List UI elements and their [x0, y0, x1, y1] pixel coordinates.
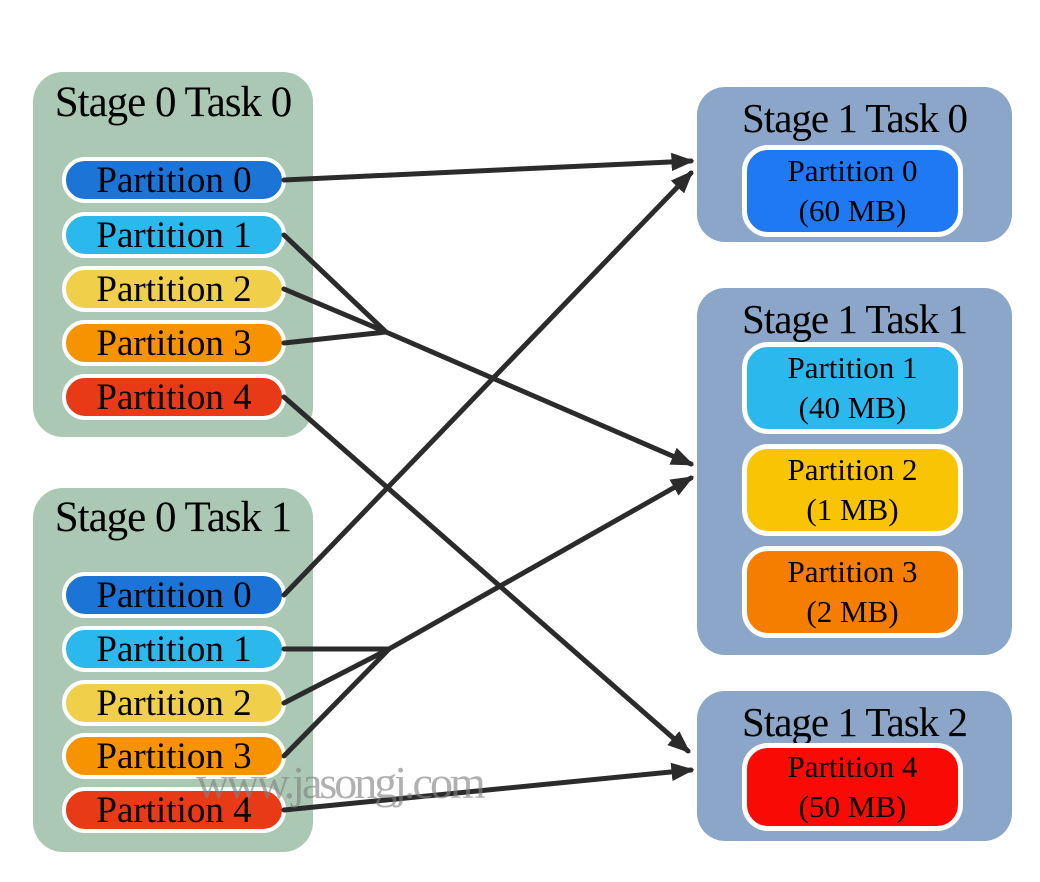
stage0-task0-partition-2: Partition 2 [62, 266, 286, 312]
partition-label: Partition 0 [787, 153, 918, 189]
stage0-task0-partition-0: Partition 0 [62, 157, 286, 203]
stage0-task1-partition-0: Partition 0 [62, 572, 286, 618]
stage0-task0-partition-3: Partition 3 [62, 320, 286, 366]
stage0-task0-partition-4: Partition 4 [62, 374, 286, 420]
edge-s0t1p0-to-s1t0 [281, 170, 694, 598]
edge-s0t1-junction-to-s1t1 [386, 475, 695, 652]
partition-size: (60 MB) [798, 193, 907, 228]
stage1-task1-box: Stage 1 Task 1 Partition 1 (40 MB) Parti… [697, 288, 1012, 655]
stage0-task1-partition-3: Partition 3 [62, 733, 286, 779]
stage1-task1-partition-1: Partition 1 (40 MB) [742, 342, 963, 434]
stage1-task2-partition-4: Partition 4 (50 MB) [742, 743, 963, 831]
stage1-task1-partition-2: Partition 2 (1 MB) [742, 444, 963, 536]
stage1-task0-title: Stage 1 Task 0 [742, 95, 968, 141]
stage0-task0-title: Stage 0 Task 0 [54, 79, 293, 126]
stage1-task0-partition-0: Partition 0 (60 MB) [742, 145, 963, 237]
stage1-task0-box: Stage 1 Task 0 Partition 0 (60 MB) [697, 87, 1012, 242]
stage1-task2-title: Stage 1 Task 2 [742, 699, 968, 745]
stage0-task1-box: Stage 0 Task 1 Partition 0 Partition 1 P… [33, 488, 313, 852]
stage0-task1-partition-1: Partition 1 [62, 626, 286, 672]
partition-label: Partition 2 [787, 452, 918, 488]
stage1-task2-box: Stage 1 Task 2 Partition 4 (50 MB) [697, 691, 1012, 841]
partition-size: (40 MB) [798, 390, 907, 425]
stage0-task1-title: Stage 0 Task 1 [54, 494, 293, 541]
edge-s0t0p4-to-s1t2 [281, 394, 691, 754]
stage1-task1-partition-3: Partition 3 (2 MB) [742, 546, 963, 638]
stage0-task0-partition-1: Partition 1 [62, 212, 286, 258]
partition-label: Partition 1 [787, 350, 918, 386]
watermark: www.jasongj.com [196, 757, 486, 808]
partition-size: (2 MB) [806, 594, 899, 629]
stage0-task1-partition-2: Partition 2 [62, 680, 286, 726]
partition-size: (1 MB) [806, 492, 899, 527]
stage0-task0-box: Stage 0 Task 0 Partition 0 Partition 1 P… [33, 72, 313, 437]
edge-s0t0p0-to-s1t0 [281, 152, 695, 183]
stage1-task1-title: Stage 1 Task 1 [742, 296, 968, 342]
partition-size: (50 MB) [798, 789, 907, 824]
partition-label: Partition 3 [787, 554, 918, 590]
partition-label: Partition 4 [787, 749, 918, 785]
edge-s0t0-junction-to-s1t1 [383, 329, 695, 467]
